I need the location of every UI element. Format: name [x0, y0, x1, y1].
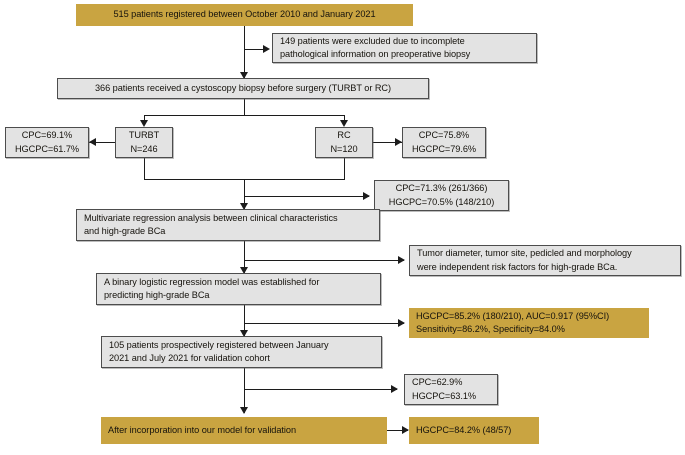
connector-registered-stem	[243, 26, 245, 79]
node-model-performance: HGCPC=85.2% (180/210), AUC=0.917 (95%CI)…	[409, 308, 649, 338]
node-turbt-result: CPC=69.1% HGCPC=61.7%	[5, 127, 89, 158]
node-rc-result: CPC=75.8% HGCPC=79.6%	[402, 127, 486, 158]
connector-validation-to-result	[243, 389, 397, 391]
arrowhead-to-turbt	[140, 120, 148, 127]
connector-merge-to-combined	[243, 196, 369, 198]
connector-logistic-stem	[243, 305, 245, 336]
arrowhead-to-incorporation	[239, 407, 248, 414]
arrowhead-to-rc-result	[395, 138, 402, 146]
node-final-result: HGCPC=84.2% (48/57)	[409, 417, 539, 444]
arrowhead-to-performance	[398, 319, 405, 327]
connector-multivariate-to-riskfactors	[243, 260, 404, 262]
connector-turbt-down	[144, 158, 146, 180]
node-risk-factors: Tumor diameter, tumor site, pedicled and…	[409, 245, 681, 276]
node-validation-cohort: 105 patients prospectively registered be…	[101, 336, 382, 368]
connector-rc-down	[343, 158, 345, 180]
connector-to-turbt	[144, 115, 146, 123]
connector-registered-to-excluded	[243, 49, 266, 51]
node-registered: 515 patients registered between October …	[76, 4, 413, 26]
node-logistic-model: A binary logistic regression model was e…	[96, 273, 381, 305]
connector-turbt-to-result	[89, 142, 115, 144]
connector-rc-to-result	[373, 142, 402, 144]
connector-split-bar	[144, 115, 344, 117]
arrowhead-to-final	[402, 426, 409, 434]
node-validation-result: CPC=62.9% HGCPC=63.1%	[404, 374, 498, 405]
connector-merge-stem	[243, 179, 245, 209]
node-turbt: TURBT N=246	[115, 127, 173, 158]
arrowhead-to-validation-result	[391, 385, 398, 393]
connector-incorporation-to-final	[387, 430, 408, 432]
arrowhead-to-rc	[339, 120, 348, 127]
arrowhead-to-turbt-result	[89, 138, 96, 146]
connector-validation-stem	[243, 368, 245, 413]
arrowhead-to-riskfactors	[398, 256, 405, 264]
node-combined-result: CPC=71.3% (261/366) HGCPC=70.5% (148/210…	[374, 180, 509, 211]
node-excluded: 149 patients were excluded due to incomp…	[272, 33, 537, 63]
node-multivariate: Multivariate regression analysis between…	[76, 209, 380, 241]
arrowhead-to-combined	[363, 192, 370, 200]
connector-multivariate-stem	[243, 241, 245, 273]
node-rc: RC N=120	[315, 127, 373, 158]
node-incorporation: After incorporation into our model for v…	[101, 417, 387, 444]
arrowhead-to-multivariate	[239, 203, 248, 210]
arrowhead-to-validation	[239, 330, 248, 337]
node-biopsy: 366 patients received a cystoscopy biops…	[57, 78, 429, 99]
arrowhead-to-biopsy	[239, 72, 248, 79]
arrowhead-to-logistic	[239, 267, 248, 274]
connector-to-rc	[343, 115, 345, 123]
connector-logistic-to-performance	[243, 323, 404, 325]
arrowhead-to-excluded	[263, 45, 270, 53]
connector-biopsy-stem	[243, 99, 245, 116]
